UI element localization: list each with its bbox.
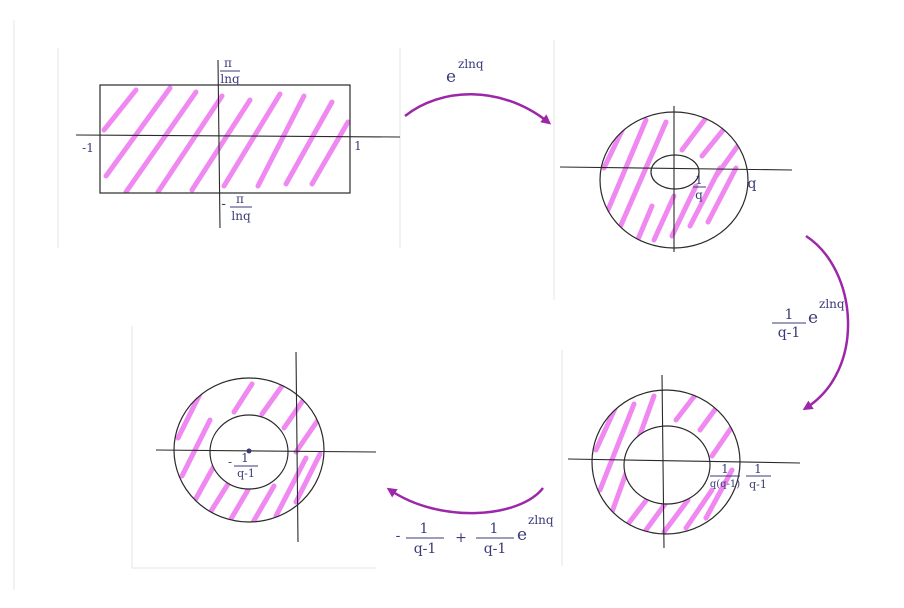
label-inner-num: 1 (695, 173, 703, 187)
label-inner-radius: 1 q (693, 173, 706, 202)
label-left: -1 (82, 141, 94, 155)
arrow-3-term2-den: q-1 (484, 541, 507, 557)
hatch-rectangle (101, 85, 350, 193)
label-outer-num: 1 (754, 462, 762, 476)
arrow-3-plus: + (455, 530, 467, 546)
label-top-pi-over-lnq: π lnq (220, 56, 240, 86)
label-right: 1 (354, 139, 362, 153)
arrow-1-base: e (446, 67, 456, 87)
y-axis (661, 374, 665, 549)
arrow-2-coef-num: 1 (785, 307, 794, 323)
label-bottom-sign: - (221, 196, 226, 212)
arrow-3-term1-sign: - (396, 528, 401, 544)
label-center-num: 1 (241, 451, 249, 465)
label-bottom-num: π (236, 192, 244, 206)
x-axis (559, 166, 793, 171)
arrow-2-base: e (808, 308, 818, 328)
hatch-annulus-2 (601, 115, 745, 247)
panel-4-shifted-annulus: - 1 q-1 (155, 351, 377, 543)
arrow-3-exponent: zlnq (528, 513, 554, 527)
arrow-3-base: e (517, 525, 527, 545)
arrow-3-term1-num: 1 (420, 521, 429, 537)
label-center-den: q-1 (237, 467, 255, 480)
label-outer: q (748, 176, 757, 192)
label-top-num: π (224, 56, 232, 70)
label-center-sign: - (228, 455, 232, 469)
label-inner-den: q(q-1) (710, 479, 740, 490)
arrow-2-scale-map: 1 q-1 e zlnq (772, 234, 850, 411)
arrow-2-exponent: zlnq (819, 297, 845, 311)
label-inner-radius: 1 q(q-1) (710, 462, 740, 490)
inner-circle (623, 425, 711, 505)
inner-circle (209, 414, 289, 490)
label-outer-radius: 1 q-1 (746, 462, 771, 491)
label-center: - 1 q-1 (228, 451, 258, 480)
panel-1-rectangle-domain: π lnq - π lnq -1 1 (75, 56, 401, 229)
arrow-3-label: - 1 q-1 + 1 q-1 e zlnq (396, 513, 554, 557)
arrow-3-shift-map: - 1 q-1 + 1 q-1 e zlnq (386, 487, 554, 557)
arrow-2-coef-den: q-1 (778, 325, 801, 341)
rectangle-strip (99, 84, 351, 194)
arrow-3-term1-den: q-1 (414, 541, 437, 557)
label-outer-den: q-1 (749, 478, 767, 491)
y-axis (295, 351, 299, 543)
label-bottom-den: lnq (231, 209, 251, 223)
x-axis (155, 449, 377, 453)
arrow-2-label: 1 q-1 e zlnq (772, 297, 845, 341)
label-inner-num: 1 (721, 462, 729, 476)
panel-2-annulus: 1 q q (559, 106, 793, 252)
panel-3-annulus: 1 q(q-1) 1 q-1 (567, 374, 801, 549)
label-top-den: lnq (220, 72, 240, 86)
arrow-1-exp-map: e zlnq (404, 57, 552, 125)
arrow-3-term2-num: 1 (490, 521, 499, 537)
arrow-1-exponent: zlnq (458, 57, 484, 71)
paper-sheet-edges (13, 20, 563, 590)
hatch-annulus-4 (175, 381, 323, 522)
inner-circle (650, 154, 700, 190)
hatch-annulus-3 (593, 391, 740, 534)
y-axis (217, 59, 221, 229)
x-axis (567, 458, 801, 464)
x-axis (75, 134, 401, 138)
label-inner-den: q (695, 188, 703, 202)
label-bottom-minus-pi-over-lnq: - π lnq (221, 192, 252, 223)
center-point (246, 448, 252, 454)
